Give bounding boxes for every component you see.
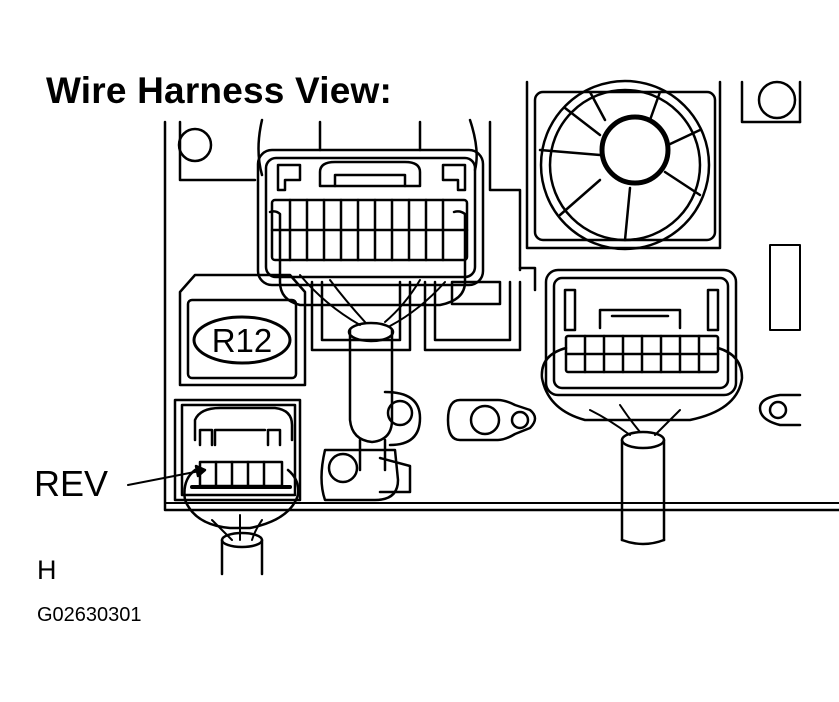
connector-r12-label: R12 [212,322,273,359]
panel-housing [163,80,839,512]
view-marker: H [37,555,57,585]
mount-hole-top-left [177,127,213,163]
connector-rev-label: REV [34,463,109,504]
connector-r12: R12 [178,273,307,387]
right-connector-harness [589,404,681,546]
figure-id: G02630301 [37,604,142,626]
connector-rev [173,398,302,530]
top-connector [256,118,485,307]
right-connector [540,268,744,422]
mount-hole-top-right [757,80,797,120]
rev-connector-harness [211,514,264,576]
page-title: Wire Harness View: [46,70,393,111]
mounting-bosses [320,390,802,502]
rev-leader [127,464,207,486]
relay-bays [310,266,537,352]
cooling-fan [533,79,717,251]
